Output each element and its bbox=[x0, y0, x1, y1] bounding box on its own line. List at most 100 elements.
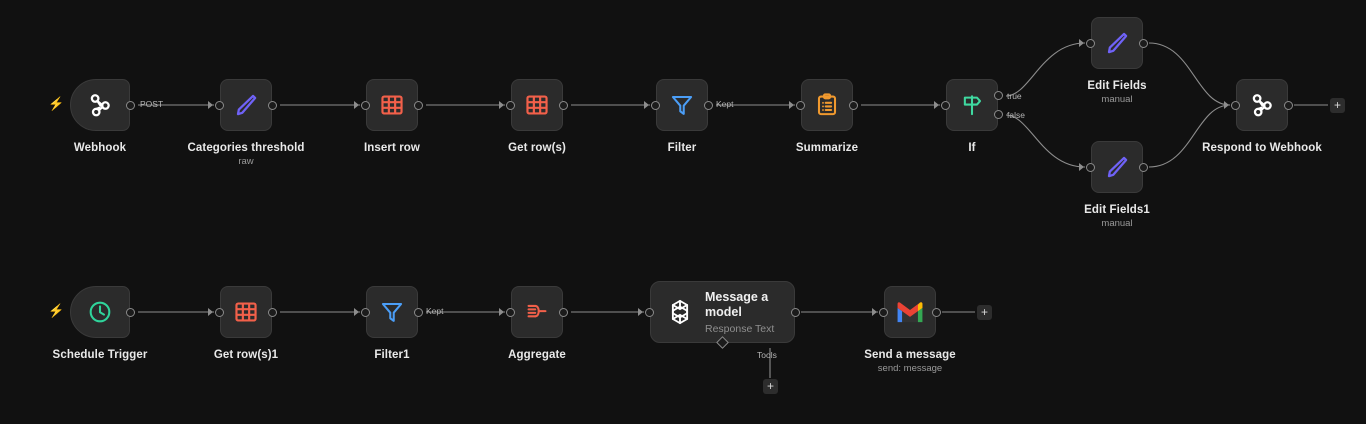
node-label: Schedule Trigger bbox=[52, 349, 148, 361]
input-port[interactable] bbox=[361, 100, 370, 110]
output-port[interactable] bbox=[268, 100, 277, 110]
output-port[interactable] bbox=[559, 307, 568, 317]
output-port[interactable] bbox=[1139, 38, 1148, 48]
pencil-icon bbox=[1104, 30, 1130, 56]
input-port[interactable] bbox=[645, 307, 654, 317]
input-port[interactable] bbox=[506, 307, 515, 317]
input-port[interactable] bbox=[361, 307, 370, 317]
funnel-icon bbox=[379, 299, 405, 325]
clipboard-icon bbox=[814, 92, 840, 118]
node-label: Respond to Webhook bbox=[1202, 142, 1322, 154]
node-label: Insert row bbox=[364, 142, 420, 154]
add-after-send-message[interactable]: + bbox=[977, 305, 992, 320]
pencil-icon bbox=[1104, 154, 1130, 180]
trigger-bolt-icon: ⚡ bbox=[48, 303, 65, 318]
output-port[interactable] bbox=[268, 307, 277, 317]
table-icon bbox=[233, 299, 259, 325]
webhook-icon bbox=[87, 92, 113, 118]
node-label: Webhook bbox=[73, 142, 127, 154]
input-port[interactable] bbox=[651, 100, 660, 110]
node-send-message[interactable] bbox=[884, 286, 936, 338]
node-sublabel: manual bbox=[1101, 218, 1133, 229]
input-arrow bbox=[789, 101, 794, 109]
node-label: Summarize bbox=[795, 142, 859, 154]
edge-label: POST bbox=[140, 99, 164, 109]
node-title: Message a model bbox=[705, 289, 769, 319]
openai-icon bbox=[665, 297, 695, 327]
output-port[interactable] bbox=[126, 307, 135, 317]
node-filter[interactable] bbox=[656, 79, 708, 131]
node-edit-fields1[interactable] bbox=[1091, 141, 1143, 193]
node-edit-fields[interactable] bbox=[1091, 17, 1143, 69]
node-label: Categories threshold bbox=[187, 142, 305, 154]
input-arrow bbox=[1079, 163, 1084, 171]
input-port[interactable] bbox=[879, 307, 888, 317]
input-port[interactable] bbox=[215, 307, 224, 317]
output-port[interactable] bbox=[849, 100, 858, 110]
input-arrow bbox=[354, 308, 359, 316]
node-get-rows1[interactable] bbox=[220, 286, 272, 338]
input-port[interactable] bbox=[796, 100, 805, 110]
node-message-model[interactable]: Message a model Response Text bbox=[650, 281, 795, 343]
edge-label: Tools bbox=[757, 350, 777, 360]
input-arrow bbox=[499, 101, 504, 109]
output-port[interactable] bbox=[1139, 162, 1148, 172]
table-icon bbox=[379, 92, 405, 118]
output-port[interactable] bbox=[414, 100, 423, 110]
output-port[interactable] bbox=[791, 307, 800, 317]
output-port[interactable] bbox=[704, 100, 713, 110]
input-port[interactable] bbox=[1086, 38, 1095, 48]
output-port[interactable] bbox=[932, 307, 941, 317]
output-port-false[interactable] bbox=[994, 110, 1003, 119]
add-after-respond[interactable]: + bbox=[1330, 98, 1345, 113]
node-label: Aggregate bbox=[508, 349, 566, 361]
input-arrow bbox=[872, 308, 877, 316]
funnel-icon bbox=[669, 92, 695, 118]
input-port[interactable] bbox=[215, 100, 224, 110]
node-insert-row[interactable] bbox=[366, 79, 418, 131]
output-port-true[interactable] bbox=[994, 91, 1003, 100]
input-arrow bbox=[934, 101, 939, 109]
gmail-icon bbox=[895, 299, 925, 325]
node-summarize[interactable] bbox=[801, 79, 853, 131]
add-tool[interactable]: + bbox=[763, 379, 778, 394]
node-label: Edit Fields1 bbox=[1084, 204, 1150, 216]
node-label: Get row(s)1 bbox=[213, 349, 279, 361]
output-port[interactable] bbox=[1284, 100, 1293, 110]
node-get-rows[interactable] bbox=[511, 79, 563, 131]
input-arrow bbox=[208, 101, 213, 109]
pencil-icon bbox=[233, 92, 259, 118]
node-schedule[interactable] bbox=[70, 286, 130, 338]
edge-label: Kept bbox=[716, 99, 734, 109]
node-categories[interactable] bbox=[220, 79, 272, 131]
node-aggregate[interactable] bbox=[511, 286, 563, 338]
output-port[interactable] bbox=[559, 100, 568, 110]
clock-icon bbox=[87, 299, 113, 325]
node-filter1[interactable] bbox=[366, 286, 418, 338]
input-port[interactable] bbox=[1231, 100, 1240, 110]
node-sublabel: raw bbox=[238, 156, 254, 167]
output-port[interactable] bbox=[414, 307, 423, 317]
input-arrow bbox=[1224, 101, 1229, 109]
node-webhook[interactable] bbox=[70, 79, 130, 131]
aggregate-icon bbox=[524, 299, 550, 325]
node-label: Edit Fields bbox=[1087, 80, 1147, 92]
node-sublabel: manual bbox=[1101, 94, 1133, 105]
node-if[interactable] bbox=[946, 79, 998, 131]
input-arrow bbox=[499, 308, 504, 316]
input-port[interactable] bbox=[506, 100, 515, 110]
input-arrow bbox=[354, 101, 359, 109]
signpost-icon bbox=[959, 92, 985, 118]
table-icon bbox=[524, 92, 550, 118]
node-respond[interactable] bbox=[1236, 79, 1288, 131]
node-label: Send a message bbox=[864, 349, 956, 361]
edge-label: false bbox=[1007, 110, 1025, 120]
input-port[interactable] bbox=[941, 100, 950, 110]
edge-label: Kept bbox=[426, 306, 444, 316]
input-port[interactable] bbox=[1086, 162, 1095, 172]
output-port[interactable] bbox=[126, 100, 135, 110]
edge-label: true bbox=[1007, 91, 1022, 101]
node-sublabel: send: message bbox=[877, 363, 943, 374]
